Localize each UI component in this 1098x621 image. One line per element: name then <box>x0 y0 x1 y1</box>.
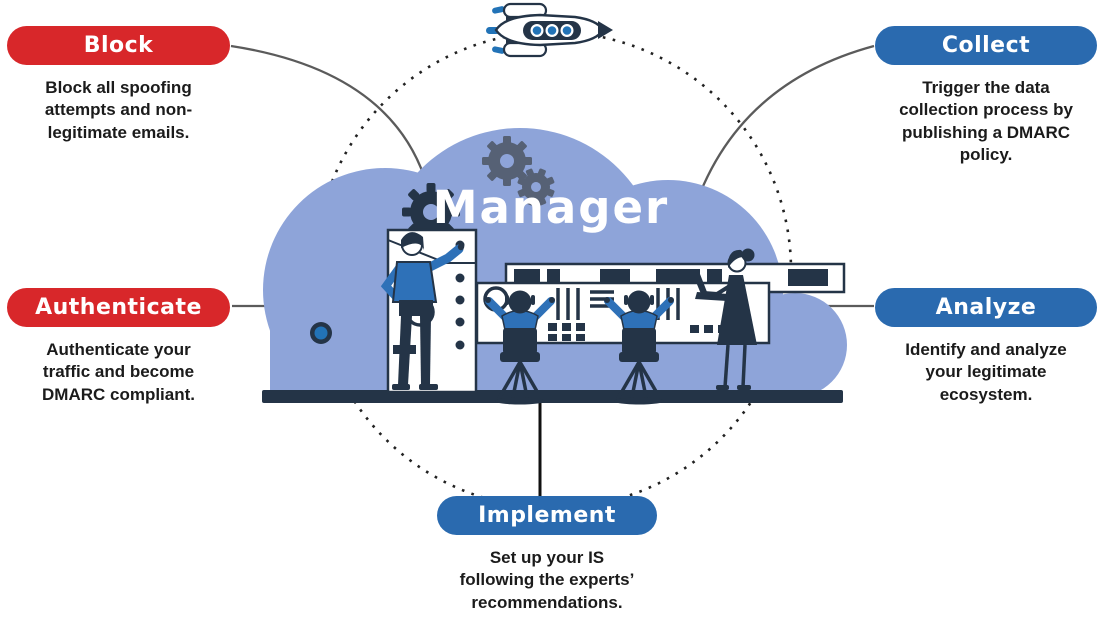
floor <box>262 390 843 403</box>
step-implement: Implement Set up your IS following the e… <box>437 496 657 614</box>
step-analyze: Analyze Identify and analyze your legiti… <box>875 288 1097 406</box>
block-pill: Block <box>7 26 230 65</box>
step-block: Block Block all spoofing attempts and no… <box>7 26 230 144</box>
collect-description: Trigger the data collection process by p… <box>899 78 1073 165</box>
seated-operator <box>604 290 674 405</box>
analyze-description: Identify and analyze your legitimate eco… <box>905 340 1067 404</box>
authenticate-label: Authenticate <box>35 295 202 320</box>
woman-with-laptop <box>694 248 757 390</box>
implement-label: Implement <box>478 503 616 528</box>
blue-dot <box>310 322 332 344</box>
analyze-pill: Analyze <box>875 288 1097 327</box>
block-description: Block all spoofing attempts and non- leg… <box>44 78 193 142</box>
analyze-label: Analyze <box>935 295 1037 320</box>
rocket-icon <box>486 2 613 58</box>
implement-description: Set up your IS following the experts’ re… <box>459 548 635 612</box>
step-collect: Collect Trigger the data collection proc… <box>875 26 1097 167</box>
step-authenticate: Authenticate Authenticate your traffic a… <box>7 288 230 406</box>
center-title: Manager <box>433 181 669 234</box>
authenticate-pill: Authenticate <box>7 288 230 327</box>
authenticate-description: Authenticate your traffic and become DMA… <box>42 340 195 404</box>
block-label: Block <box>83 33 154 58</box>
collect-label: Collect <box>941 33 1031 58</box>
standing-man <box>380 232 465 390</box>
console-back-panel <box>504 262 846 294</box>
collect-pill: Collect <box>875 26 1097 65</box>
implement-pill: Implement <box>437 496 657 535</box>
gear-icon <box>482 136 555 206</box>
rocket-portholes <box>530 24 574 37</box>
connector-block <box>230 44 432 197</box>
seated-operator <box>485 290 555 405</box>
